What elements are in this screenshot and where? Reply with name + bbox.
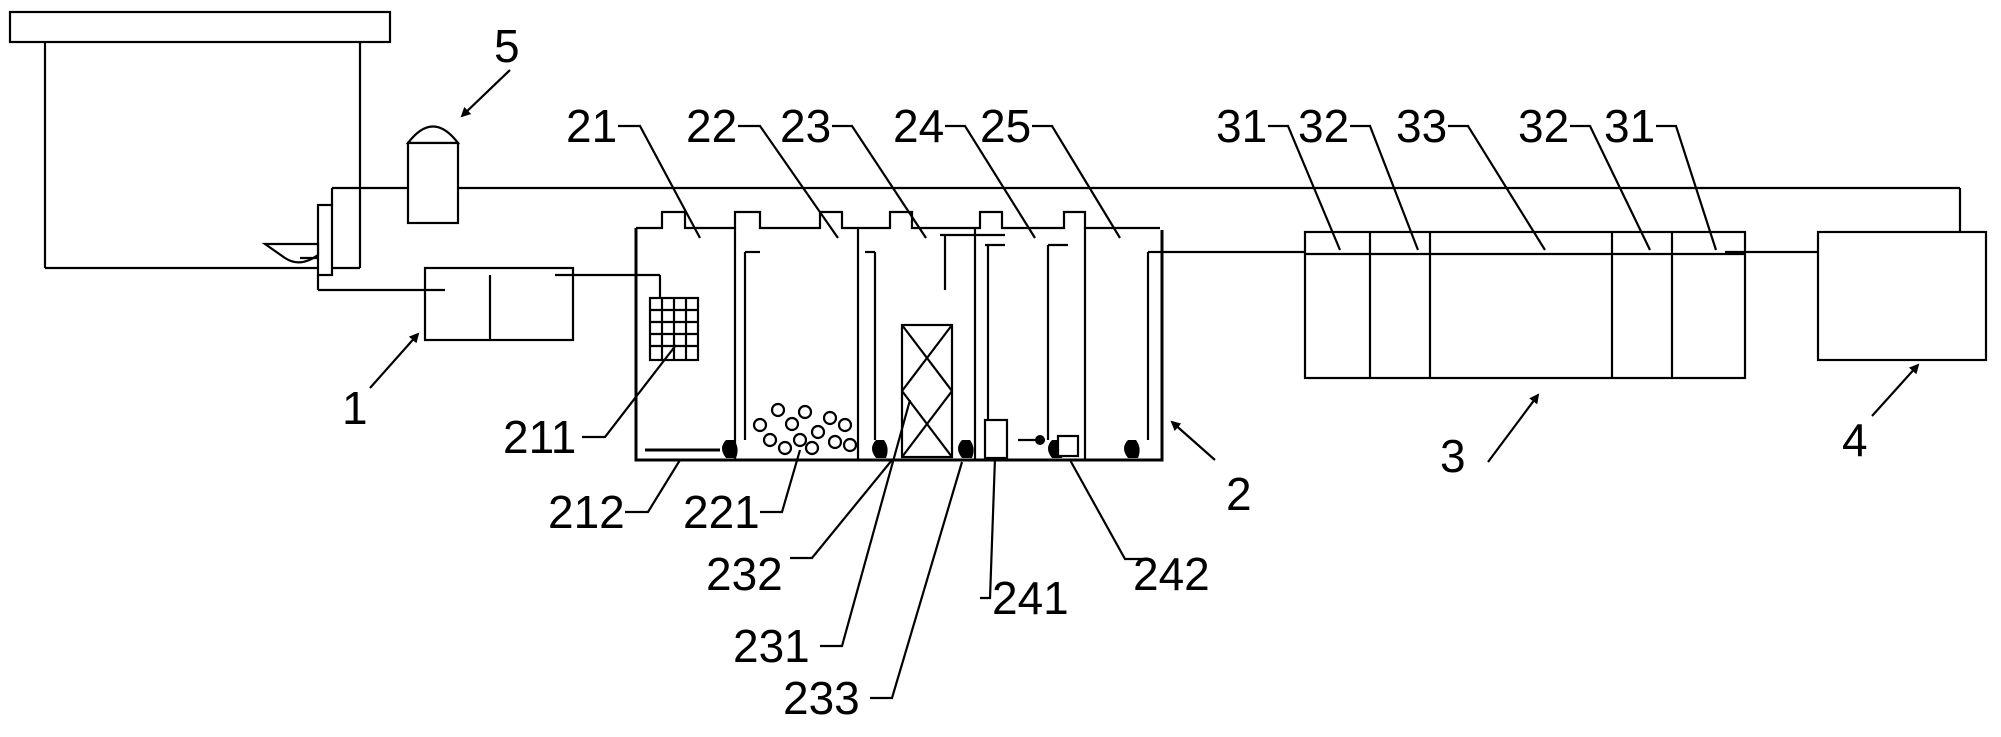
label-4: 4 [1842,414,1868,466]
label-3: 3 [1440,430,1466,482]
building [8,10,392,270]
labels: 1 2 3 4 5 21 22 23 24 25 31 32 33 32 31 … [342,20,1868,724]
label-231: 231 [733,620,810,672]
label-241: 241 [992,572,1069,624]
filter-tank [1303,230,1835,380]
label-232: 232 [706,548,783,600]
label-22: 22 [686,100,737,152]
label-221: 221 [683,486,760,538]
vent-tank [330,125,461,225]
lift-pump [1018,434,1080,458]
label-32-left: 32 [1298,100,1349,152]
label-24: 24 [893,100,944,152]
packing-box [900,323,954,459]
screen-grid [648,296,700,362]
label-23: 23 [780,100,831,152]
treatment-unit [634,210,1305,462]
label-32-right: 32 [1518,100,1569,152]
septic-tank [316,266,662,342]
label-212: 212 [548,486,625,538]
label-233: 233 [783,672,860,724]
filler-balls [752,402,858,456]
label-211: 211 [503,411,576,463]
label-242: 242 [1133,548,1210,600]
label-25: 25 [980,100,1031,152]
small-tank [983,418,1009,460]
label-31-right: 31 [1604,100,1655,152]
label-5: 5 [494,20,520,72]
label-21: 21 [566,100,617,152]
leader-lines [369,69,1920,700]
toilet [261,203,334,277]
label-1: 1 [342,382,368,434]
clean-water-tank [1816,230,1988,362]
label-31-left: 31 [1216,100,1267,152]
label-33: 33 [1396,100,1447,152]
label-2: 2 [1226,468,1252,520]
